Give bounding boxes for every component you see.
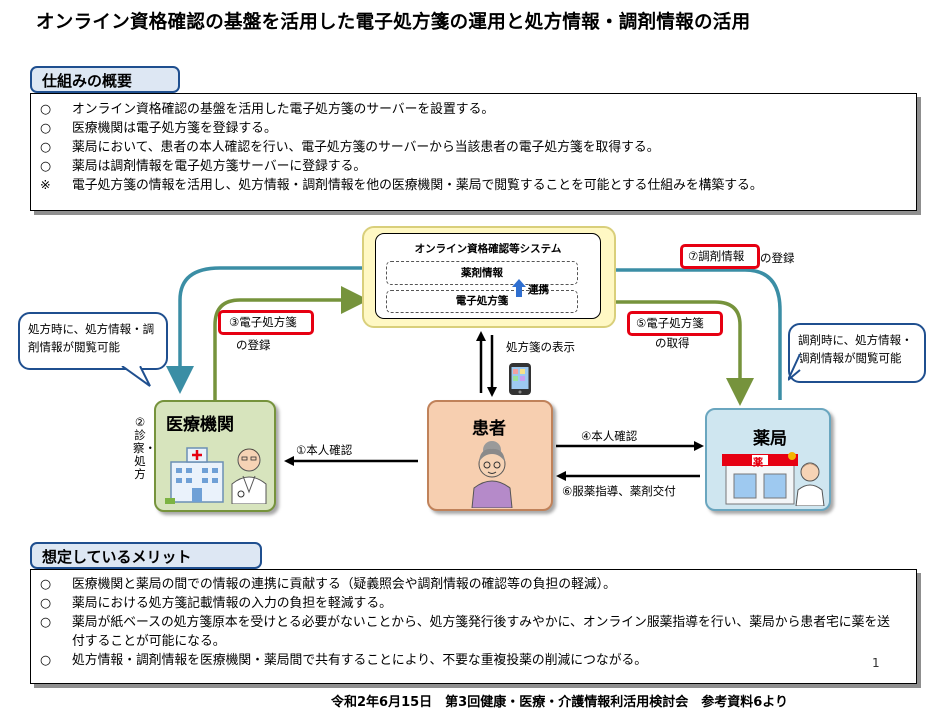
arrow-system-to-pharmacy [616, 300, 754, 406]
overview-item-text: 薬局は調剤情報を電子処方箋サーバーに登録する。 [72, 159, 367, 174]
merit-item: ○薬局が紙ベースの処方箋原本を受けとる必要がないことから、処方箋発行後すみやかに… [40, 613, 904, 651]
dispensing-info-box: 薬剤情報 [386, 261, 578, 285]
bubble-tail-right [788, 353, 801, 381]
merits-heading-tab: 想定しているメリット [30, 542, 262, 569]
step3-highlight: ③電子処方箋 [218, 310, 314, 335]
clinic-view-bubble-text: 処方時に、処方情報・調剤情報が閲覧可能 [28, 322, 155, 354]
overview-item-text: 医療機関は電子処方箋を登録する。 [72, 121, 277, 136]
step4-label: ④本人確認 [581, 429, 638, 443]
merits-heading: 想定しているメリット [42, 548, 192, 566]
pharmacy-label: 薬局 [753, 429, 787, 449]
step5-label: ⑤電子処方箋 [636, 316, 704, 330]
pharmacy-view-bubble: 調剤時に、処方情報・調剤情報が閲覧可能 [788, 323, 926, 383]
clinic-label: 医療機関 [166, 415, 234, 435]
link-up-arrow-icon [512, 279, 526, 297]
overview-heading-tab: 仕組みの概要 [30, 66, 180, 93]
system-title: オンライン資格確認等システム [414, 243, 562, 255]
pharmacy-sign: 薬 [753, 458, 763, 469]
smartphone-icon [509, 363, 531, 395]
step3-label: ③電子処方箋 [229, 315, 297, 329]
overview-item: ○医療機関は電子処方箋を登録する。 [40, 121, 277, 136]
merit-item-text: 薬局が紙ベースの処方箋原本を受けとる必要がないことから、処方箋発行後すみやかに、… [72, 615, 890, 649]
overview-item: ○薬局は調剤情報を電子処方箋サーバーに登録する。 [40, 159, 367, 174]
patient-label: 患者 [472, 419, 506, 439]
overview-item: ○薬局において、患者の本人確認を行い、電子処方箋のサーバーから当該患者の電子処方… [40, 140, 660, 155]
step5-sub-label: の取得 [655, 336, 690, 350]
hospital-doctor-icon [165, 447, 267, 504]
merit-item: ○医療機関と薬局の間での情報の連携に貢献する（疑義照会や調剤情報の確認等の負担の… [40, 577, 616, 592]
system-inner [375, 233, 601, 319]
overview-box: ○オンライン資格確認の基盤を活用した電子処方箋のサーバーを設置する。 ○医療機関… [30, 93, 917, 211]
patient-person-icon [471, 441, 513, 508]
overview-item: ※電子処方箋の情報を活用し、処方情報・調剤情報を他の医療機関・薬局で閲覧すること… [40, 178, 763, 193]
step6-label: ⑥服薬指導、薬剤交付 [562, 484, 676, 498]
step7-sub-label: の登録 [760, 251, 795, 265]
eprescription-box: 電子処方箋 [386, 290, 578, 313]
merit-item-text: 処方情報・調剤情報を医療機関・薬局間で共有することにより、不要な重複投薬の削減に… [72, 653, 648, 668]
overview-item-text: オンライン資格確認の基盤を活用した電子処方箋のサーバーを設置する。 [72, 102, 495, 117]
overview-item-text: 電子処方箋の情報を活用し、処方情報・調剤情報を他の医療機関・薬局で閲覧することを… [72, 178, 763, 193]
step7-label: ⑦調剤情報 [688, 249, 745, 263]
pharmacy-shop-icon [722, 452, 825, 506]
merit-item-text: 医療機関と薬局の間での情報の連携に貢献する（疑義照会や調剤情報の確認等の負担の軽… [72, 577, 616, 592]
step5-highlight: ⑤電子処方箋 [627, 311, 723, 336]
page-title: オンライン資格確認の基盤を活用した電子処方箋の運用と処方情報・調剤情報の活用 [36, 12, 751, 33]
step3-sub-label: の登録 [236, 338, 271, 352]
clinic-view-bubble: 処方時に、処方情報・調剤情報が閲覧可能 [18, 312, 168, 370]
merit-item-text: 薬局における処方箋記載情報の入力の負担を軽減する。 [72, 596, 392, 611]
arrow-clinic-to-system [213, 286, 369, 400]
overview-heading: 仕組みの概要 [42, 72, 133, 90]
eprescription-label: 電子処方箋 [455, 295, 509, 307]
merits-box: ○医療機関と薬局の間での情報の連携に貢献する（疑義照会や調剤情報の確認等の負担の… [30, 569, 917, 684]
clinic-side-label: ②診察・処方 [133, 415, 156, 481]
prescription-display-label: 処方箋の表示 [506, 340, 575, 354]
merit-item: ○薬局における処方箋記載情報の入力の負担を軽減する。 [40, 596, 392, 611]
step1-label: ①本人確認 [296, 443, 353, 457]
overview-item: ○オンライン資格確認の基盤を活用した電子処方箋のサーバーを設置する。 [40, 102, 495, 117]
page-number: 1 [872, 656, 880, 670]
link-label: 連携 [528, 284, 549, 296]
arrow-system-to-clinic [166, 266, 362, 394]
merit-item: ○処方情報・調剤情報を医療機関・薬局間で共有することにより、不要な重複投薬の削減… [40, 653, 648, 668]
dispensing-info-label: 薬剤情報 [461, 267, 503, 279]
bubble-tail-left [121, 366, 151, 387]
step7-highlight: ⑦調剤情報 [680, 244, 760, 269]
arrow-pharmacy-to-system [576, 256, 782, 400]
source-footer: 令和2年6月15日 第3回健康・医療・介護情報利活用検討会 参考資料6より [331, 695, 789, 710]
overview-item-text: 薬局において、患者の本人確認を行い、電子処方箋のサーバーから当該患者の電子処方箋… [72, 140, 660, 155]
pharmacy-view-bubble-text: 調剤時に、処方情報・調剤情報が閲覧可能 [798, 333, 913, 365]
